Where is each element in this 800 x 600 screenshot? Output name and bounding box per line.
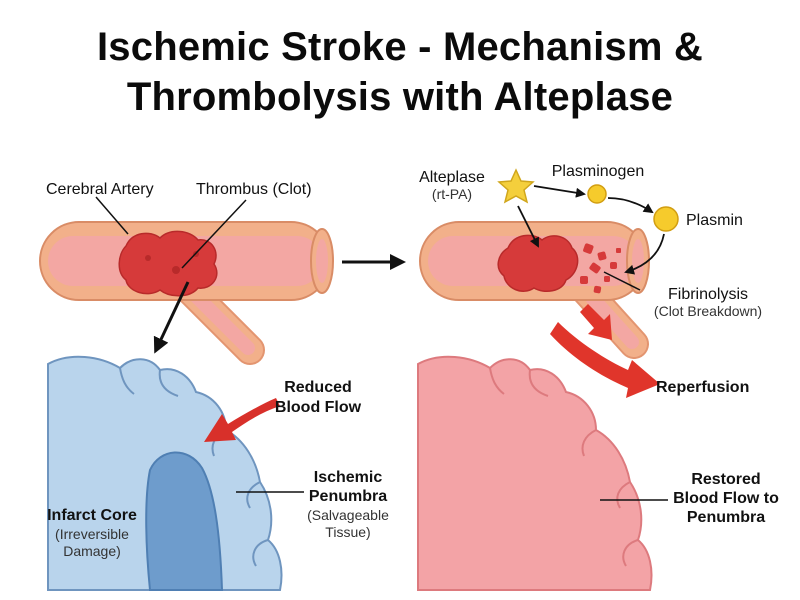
- plasminogen-label: Plasminogen: [552, 163, 645, 180]
- clot-fragments: [580, 243, 621, 294]
- reperfusion-small-arrow: [580, 304, 612, 340]
- infarct-core: [145, 451, 224, 591]
- alteplase-star-icon: [497, 168, 535, 204]
- reduced-flow-label-2: Blood Flow: [275, 399, 362, 416]
- restored-label-2: Blood Flow to: [673, 490, 779, 507]
- reperfused-brain: [417, 355, 653, 591]
- plasmin-to-clot-arrow: [624, 233, 665, 275]
- alteplase-to-plasminogen-arrow: [533, 185, 586, 198]
- thrombus-label: Thrombus (Clot): [196, 181, 312, 198]
- infarct-core-label: Infarct Core: [47, 507, 137, 524]
- alteplase-label: Alteplase: [419, 169, 485, 186]
- artery-leader-line: [95, 196, 129, 235]
- thrombus-clot: [118, 230, 218, 297]
- thrombus-leader-line: [181, 199, 247, 269]
- restored-label-3: Penumbra: [687, 509, 765, 526]
- plasminogen-icon: [587, 184, 607, 204]
- plasmin-label: Plasmin: [686, 212, 743, 229]
- alteplase-subtitle: (rt-PA): [432, 186, 472, 202]
- right-panel: Alteplase (rt-PA) Plasminogen Plasmin Fi…: [417, 163, 779, 591]
- dissolving-clot: [497, 234, 579, 293]
- artery-label: Cerebral Artery: [46, 181, 154, 198]
- page-title: Ischemic Stroke - Mechanism & Thrombolys…: [0, 22, 800, 122]
- infarct-core-detail-1: (Irreversible: [55, 526, 129, 542]
- plasminogen-to-plasmin-arrow: [607, 197, 654, 214]
- plasmin-icon: [653, 206, 679, 232]
- infarct-core-detail-2: Damage): [63, 543, 121, 559]
- alteplase-to-clot-arrow: [517, 205, 539, 248]
- penumbra-label-1: Ischemic: [314, 469, 383, 486]
- down-arrow: [153, 281, 190, 354]
- restored-label-1: Restored: [691, 471, 760, 488]
- reperfusion-label: Reperfusion: [656, 379, 749, 396]
- title-line-1: Ischemic Stroke - Mechanism &: [96, 25, 703, 69]
- fibrinolysis-subtitle: (Clot Breakdown): [654, 303, 762, 319]
- penumbra-detail-2: Tissue): [325, 524, 370, 540]
- penumbra-label-2: Penumbra: [309, 488, 387, 505]
- fibrinolysis-leader-line: [603, 271, 641, 291]
- title-line-2: Thrombolysis with Alteplase: [126, 75, 674, 119]
- reduced-flow-arrow: [204, 398, 280, 442]
- penumbra-detail-1: (Salvageable: [307, 507, 389, 523]
- fibrinolysis-label: Fibrinolysis: [668, 286, 748, 303]
- reduced-flow-label-1: Reduced: [284, 379, 352, 396]
- reperfusion-arrow: [550, 322, 660, 398]
- left-panel: Cerebral Artery Thrombus (Clot) Reduced …: [39, 181, 389, 591]
